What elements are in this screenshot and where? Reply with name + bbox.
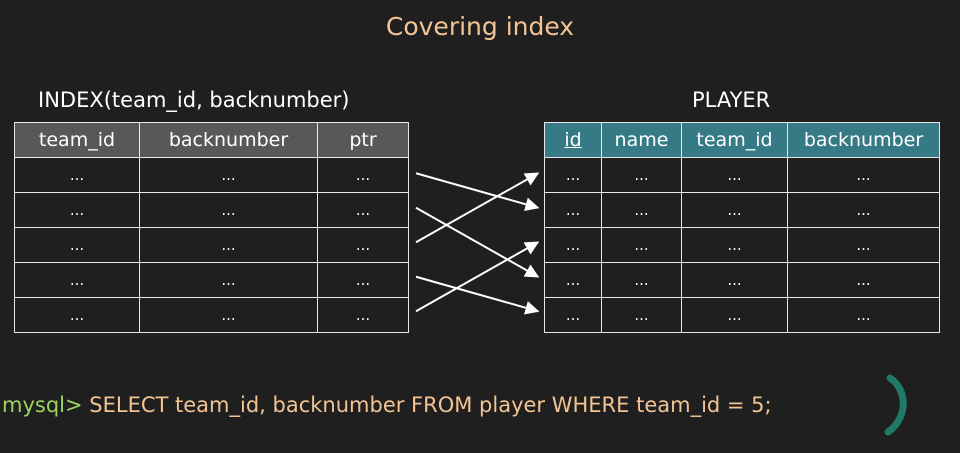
table-cell: ... bbox=[544, 262, 602, 298]
table-cell: ... bbox=[139, 262, 318, 298]
table-cell: ... bbox=[787, 262, 940, 298]
player-col-backnumber: backnumber bbox=[787, 122, 940, 158]
pointer-arrow bbox=[415, 172, 540, 212]
table-row: ... ... ... ... bbox=[544, 262, 940, 298]
player-col-id: id bbox=[544, 122, 602, 158]
table-row: ... ... ... bbox=[14, 227, 409, 263]
index-caption: INDEX(team_id, backnumber) bbox=[38, 88, 350, 112]
table-row: ... ... ... bbox=[14, 297, 409, 333]
table-row: ... ... ... ... bbox=[544, 297, 940, 333]
table-cell: ... bbox=[317, 297, 409, 333]
table-cell: ... bbox=[14, 227, 140, 263]
sql-statement: SELECT team_id, backnumber FROM player W… bbox=[89, 393, 772, 417]
table-cell: ... bbox=[544, 157, 602, 193]
table-cell: ... bbox=[787, 297, 940, 333]
table-cell: ... bbox=[14, 297, 140, 333]
table-cell: ... bbox=[317, 157, 409, 193]
mysql-prompt: mysql> bbox=[2, 393, 83, 417]
player-header-row: id name team_id backnumber bbox=[544, 122, 940, 158]
table-row: ... ... ... bbox=[14, 262, 409, 298]
table-row: ... ... ... ... bbox=[544, 157, 940, 193]
table-cell: ... bbox=[544, 297, 602, 333]
table-row: ... ... ... bbox=[14, 157, 409, 193]
table-cell: ... bbox=[139, 192, 318, 228]
diagram-title: Covering index bbox=[385, 12, 575, 41]
table-cell: ... bbox=[787, 227, 940, 263]
cursor-bracket-icon bbox=[884, 374, 907, 436]
table-cell: ... bbox=[601, 157, 682, 193]
pointer-arrow bbox=[415, 241, 540, 313]
sql-query: mysql> SELECT team_id, backnumber FROM p… bbox=[2, 393, 772, 417]
index-header-row: team_id backnumber ptr bbox=[14, 122, 409, 158]
table-cell: ... bbox=[139, 297, 318, 333]
primary-key-label: id bbox=[564, 129, 582, 151]
index-col-ptr: ptr bbox=[317, 122, 409, 158]
table-cell: ... bbox=[681, 297, 788, 333]
table-cell: ... bbox=[14, 157, 140, 193]
pointer-arrow bbox=[415, 206, 540, 278]
table-cell: ... bbox=[601, 192, 682, 228]
table-cell: ... bbox=[681, 157, 788, 193]
table-cell: ... bbox=[317, 192, 409, 228]
pointer-arrow bbox=[415, 275, 540, 315]
player-table: id name team_id backnumber ... ... ... .… bbox=[544, 122, 940, 333]
table-cell: ... bbox=[601, 297, 682, 333]
index-table: team_id backnumber ptr ... ... ... ... .… bbox=[14, 122, 409, 333]
table-cell: ... bbox=[787, 157, 940, 193]
player-caption: PLAYER bbox=[692, 88, 771, 112]
table-cell: ... bbox=[317, 227, 409, 263]
table-cell: ... bbox=[544, 227, 602, 263]
pointer-arrow bbox=[415, 172, 540, 244]
table-cell: ... bbox=[14, 192, 140, 228]
table-row: ... ... ... bbox=[14, 192, 409, 228]
table-cell: ... bbox=[139, 157, 318, 193]
table-cell: ... bbox=[139, 227, 318, 263]
table-cell: ... bbox=[681, 227, 788, 263]
